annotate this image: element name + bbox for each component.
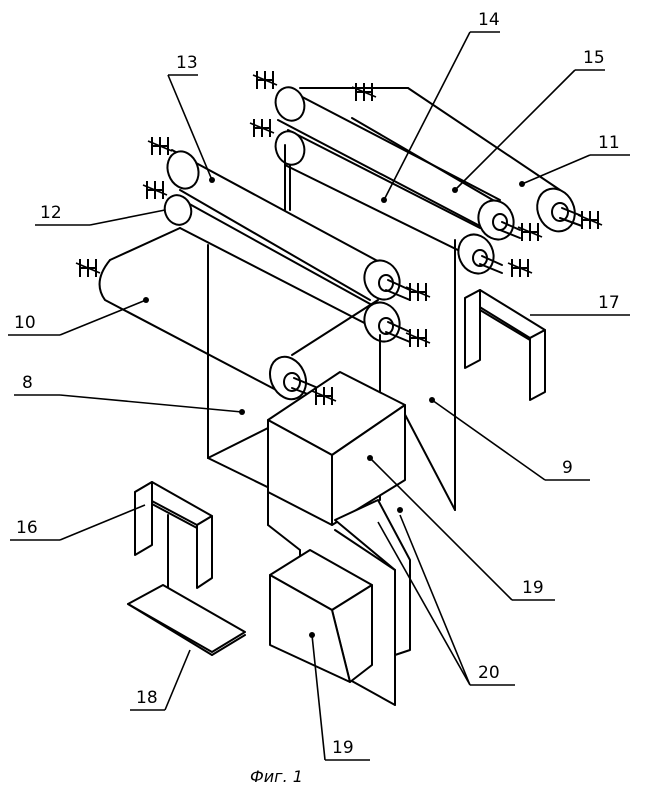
label-8: 8	[22, 373, 33, 393]
roller-14	[271, 83, 500, 226]
tray-18	[128, 585, 245, 655]
label-15: 15	[583, 48, 605, 68]
right-roller-ends	[452, 182, 582, 279]
label-20: 20	[478, 663, 500, 683]
label-19-lower: 19	[332, 738, 354, 758]
label-11: 11	[598, 133, 620, 153]
figure-caption: Фиг. 1	[250, 767, 303, 786]
frame-17	[465, 290, 545, 400]
unit-19-lower	[270, 550, 372, 682]
roller-15	[271, 127, 480, 256]
label-12: 12	[40, 203, 62, 223]
label-19-upper: 19	[522, 578, 544, 598]
label-9: 9	[562, 458, 573, 478]
label-10: 10	[14, 313, 36, 333]
label-17: 17	[598, 293, 620, 313]
roller-12	[161, 191, 378, 330]
label-16: 16	[16, 518, 38, 538]
label-14: 14	[478, 10, 500, 30]
label-13: 13	[176, 53, 198, 73]
belt-11	[290, 88, 560, 210]
label-18: 18	[136, 688, 158, 708]
